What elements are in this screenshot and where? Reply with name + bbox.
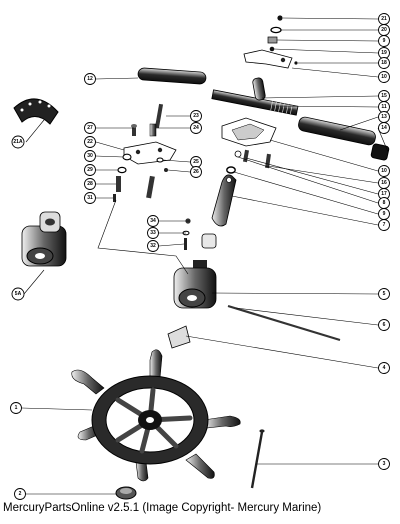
callout-31: 31 bbox=[87, 195, 93, 201]
callout-17: 17 bbox=[381, 191, 387, 197]
callout-29: 29 bbox=[87, 167, 93, 173]
part-bushing bbox=[201, 233, 217, 249]
leader-lines bbox=[21, 17, 389, 495]
part-28-spring bbox=[116, 176, 121, 192]
callout-3: 3 bbox=[383, 461, 386, 467]
part-3-bolt bbox=[250, 429, 265, 489]
part-5-hub bbox=[173, 260, 217, 309]
callout-9-top: 9 bbox=[383, 38, 386, 44]
callout-5a: 5A bbox=[15, 291, 22, 297]
callout-11: 11 bbox=[381, 104, 387, 110]
part-30-washer bbox=[122, 153, 132, 161]
part-13-tube bbox=[298, 116, 376, 146]
part-19-pin bbox=[269, 46, 275, 52]
part-27-screw bbox=[131, 124, 137, 136]
callout-34: 34 bbox=[150, 218, 156, 224]
part-20-washer bbox=[270, 26, 282, 34]
part-15-cylinder bbox=[252, 77, 266, 101]
callout-18: 18 bbox=[381, 60, 387, 66]
part-14-end-cap bbox=[370, 143, 390, 161]
part-18-bracket bbox=[243, 49, 298, 69]
part-9-nut bbox=[267, 36, 278, 44]
callout-21a: 21A bbox=[13, 139, 23, 145]
callout-4: 4 bbox=[383, 365, 386, 371]
callout-32: 32 bbox=[150, 243, 156, 249]
part-6-rod bbox=[227, 304, 341, 342]
callout-25: 25 bbox=[193, 159, 199, 165]
callout-27: 27 bbox=[87, 125, 93, 131]
part-32-pin bbox=[184, 238, 187, 250]
part-31-pin bbox=[113, 194, 116, 202]
callout-7: 7 bbox=[383, 222, 386, 228]
callout-10: 10 bbox=[381, 74, 387, 80]
callout-15: 15 bbox=[381, 93, 387, 99]
callout-9-lower: 9 bbox=[383, 211, 386, 217]
callout-20: 20 bbox=[381, 27, 387, 33]
part-2-emblem-cap bbox=[115, 486, 137, 500]
callout-1: 1 bbox=[15, 405, 18, 411]
part-22-plate bbox=[123, 141, 177, 165]
copyright-caption: MercuryPartsOnline v2.5.1 (Image Copyrig… bbox=[3, 502, 322, 514]
part-12-tube bbox=[137, 67, 207, 85]
callout-10-lower: 10 bbox=[381, 168, 387, 174]
callout-21: 21 bbox=[381, 16, 387, 22]
callout-13: 13 bbox=[381, 114, 387, 120]
callout-labels: 21 20 9 19 18 10 15 11 13 14 10 16 17 8 … bbox=[13, 16, 387, 497]
callout-circles bbox=[10, 13, 390, 500]
callout-22: 22 bbox=[87, 139, 93, 145]
callout-26: 26 bbox=[193, 169, 199, 175]
part-8-o-ring bbox=[226, 166, 236, 174]
callout-23: 23 bbox=[193, 113, 199, 119]
callout-28: 28 bbox=[87, 181, 93, 187]
part-21-ball bbox=[277, 15, 283, 21]
callout-8: 8 bbox=[383, 200, 386, 206]
callout-6: 6 bbox=[383, 322, 386, 328]
part-21a-clip-ring bbox=[13, 98, 59, 125]
callout-14: 14 bbox=[381, 125, 387, 131]
callout-19: 19 bbox=[381, 50, 387, 56]
part-4-cap bbox=[167, 325, 191, 349]
part-23-screw bbox=[154, 103, 164, 129]
part-24-sleeve bbox=[149, 123, 157, 137]
part-29-washer bbox=[117, 166, 127, 174]
callout-12: 12 bbox=[87, 76, 93, 82]
callout-16: 16 bbox=[381, 180, 387, 186]
part-25-26-pins bbox=[146, 157, 168, 199]
callout-5: 5 bbox=[383, 291, 386, 297]
part-7-lever-arm bbox=[211, 174, 237, 227]
callout-24: 24 bbox=[193, 125, 199, 131]
part-5a-knob bbox=[21, 211, 67, 267]
callout-30: 30 bbox=[87, 153, 93, 159]
part-1-steering-wheel bbox=[71, 349, 241, 482]
callout-2: 2 bbox=[19, 491, 22, 497]
callout-33: 33 bbox=[150, 230, 156, 236]
